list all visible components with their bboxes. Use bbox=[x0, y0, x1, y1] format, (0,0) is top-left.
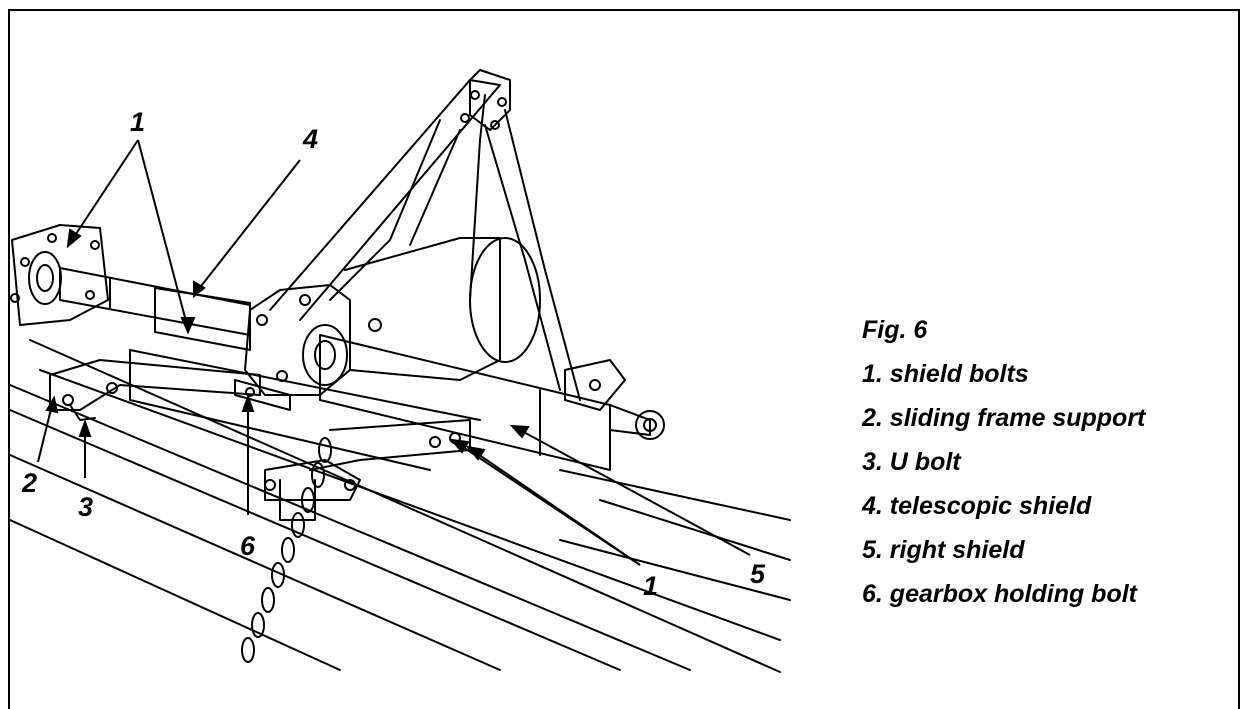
arrowhead bbox=[241, 394, 255, 412]
arrowhead bbox=[66, 228, 82, 249]
frame-rails bbox=[9, 339, 791, 673]
legend-item: 4. telescopic shield bbox=[862, 492, 1092, 520]
leader-2 bbox=[37, 404, 53, 463]
legend-item: 5. right shield bbox=[862, 536, 1025, 564]
callout-6: 6 bbox=[240, 531, 256, 561]
legend-item: 3. U bolt bbox=[862, 448, 961, 476]
arrowhead bbox=[449, 438, 470, 454]
arrowhead bbox=[509, 424, 530, 439]
figure-frame bbox=[8, 9, 1240, 709]
callout-4: 4 bbox=[302, 124, 318, 154]
arrowhead bbox=[465, 445, 486, 461]
callout-5: 5 bbox=[750, 559, 766, 589]
chain bbox=[241, 437, 332, 663]
hitch-frame bbox=[269, 69, 626, 411]
leader-1a bbox=[71, 139, 139, 241]
figure-legend: Fig. 6 1. shield bolts 2. sliding frame … bbox=[862, 308, 1145, 616]
leader-1b bbox=[137, 139, 188, 326]
callout-1-top: 1 bbox=[130, 107, 145, 137]
callout-3: 3 bbox=[78, 492, 93, 522]
legend-item: 2. sliding frame support bbox=[862, 404, 1146, 432]
leader-4 bbox=[197, 159, 301, 291]
callout-2: 2 bbox=[21, 468, 37, 498]
gear-housing bbox=[344, 237, 541, 381]
figure-title: Fig. 6 bbox=[862, 316, 928, 344]
leader-5 bbox=[519, 429, 751, 556]
legend-item: 6. gearbox holding bolt bbox=[862, 580, 1137, 608]
machine-drawing: 1 4 2 3 6 1 5 bbox=[9, 69, 791, 673]
leader-1d bbox=[474, 451, 641, 566]
arrowhead bbox=[45, 395, 59, 414]
left-bearing-plate bbox=[10, 224, 109, 326]
arrowhead bbox=[193, 280, 206, 299]
arrowhead bbox=[78, 419, 92, 437]
callout-1-bottom: 1 bbox=[643, 571, 658, 601]
pto-shaft bbox=[59, 267, 665, 471]
legend-item: 1. shield bolts bbox=[862, 360, 1029, 388]
arrowhead bbox=[180, 317, 196, 335]
